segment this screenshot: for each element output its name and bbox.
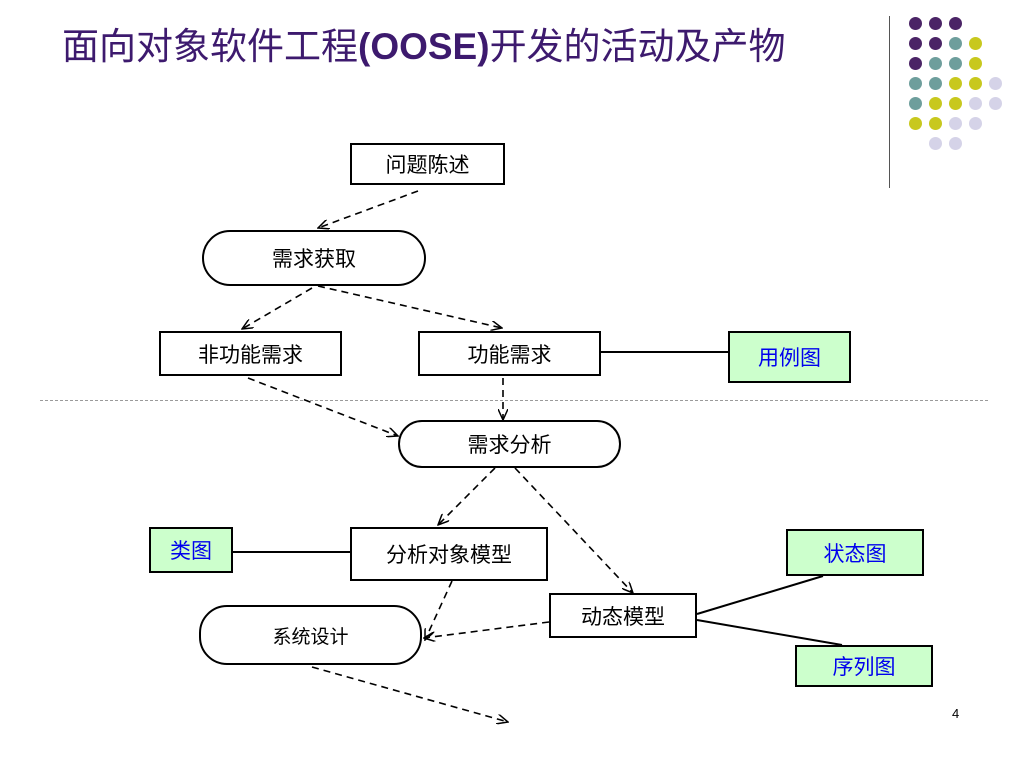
- arrow-analysis-to-dynamic-model: [514, 467, 633, 593]
- node-functional-requirements: 功能需求: [418, 331, 601, 376]
- arrow-dynamic-model-to-design: [424, 621, 550, 638]
- node-requirements-analysis: 需求分析: [398, 420, 621, 468]
- dot-teal: [949, 57, 962, 70]
- title-latin: (OOSE): [358, 26, 490, 67]
- slide-title: 面向对象软件工程(OOSE)开发的活动及产物: [62, 22, 882, 72]
- node-dynamic-model: 动态模型: [549, 593, 697, 638]
- dot-teal: [929, 77, 942, 90]
- dot-lavender: [989, 77, 1002, 90]
- dot-lavender: [969, 97, 982, 110]
- dot-olive: [969, 57, 982, 70]
- dot-teal: [949, 37, 962, 50]
- dot-purple: [929, 17, 942, 30]
- page-number: 4: [952, 706, 960, 721]
- dot-purple: [909, 57, 922, 70]
- arrow-object-model-to-design: [425, 580, 453, 640]
- arrow-elicitation-to-nonfunctional: [242, 287, 313, 329]
- node-use-case-diagram: 用例图: [728, 331, 851, 383]
- title-suffix: 开发的活动及产物: [489, 25, 786, 68]
- arrow-problem-to-elicitation: [318, 190, 419, 228]
- dot-lavender: [949, 137, 962, 150]
- dot-purple: [949, 17, 962, 30]
- node-problem-statement: 问题陈述: [350, 143, 505, 185]
- node-class-diagram: 类图: [149, 527, 233, 573]
- dot-teal: [909, 77, 922, 90]
- title-prefix: 面向对象软件工程: [62, 25, 358, 68]
- dot-purple: [909, 17, 922, 30]
- dot-lavender: [949, 117, 962, 130]
- link-dynamic-to-state: [696, 575, 824, 615]
- node-requirements-elicitation: 需求获取: [202, 230, 426, 286]
- dot-olive: [929, 97, 942, 110]
- dot-lavender: [969, 117, 982, 130]
- dot-purple: [929, 37, 942, 50]
- title-divider: [889, 16, 890, 188]
- dot-olive: [909, 117, 922, 130]
- phase-separator: [40, 400, 988, 401]
- dot-purple: [909, 37, 922, 50]
- node-state-diagram: 状态图: [786, 529, 924, 576]
- dot-olive: [949, 77, 962, 90]
- dot-olive: [969, 77, 982, 90]
- decorative-dot-grid: [904, 14, 1014, 164]
- arrow-design-to-next: [311, 666, 508, 722]
- arrow-elicitation-to-functional: [317, 285, 502, 328]
- dot-lavender: [989, 97, 1002, 110]
- dot-lavender: [929, 137, 942, 150]
- arrow-nonfunctional-to-analysis: [247, 377, 398, 436]
- node-analysis-object-model: 分析对象模型: [350, 527, 548, 581]
- dot-teal: [909, 97, 922, 110]
- link-dynamic-to-sequence: [696, 619, 843, 646]
- dot-olive: [969, 37, 982, 50]
- node-sequence-diagram: 序列图: [795, 645, 933, 687]
- dot-olive: [949, 97, 962, 110]
- node-nonfunctional-requirements: 非功能需求: [159, 331, 342, 376]
- dot-olive: [929, 117, 942, 130]
- node-system-design: 系统设计: [199, 605, 422, 665]
- arrow-analysis-to-object-model: [438, 467, 496, 525]
- dot-teal: [929, 57, 942, 70]
